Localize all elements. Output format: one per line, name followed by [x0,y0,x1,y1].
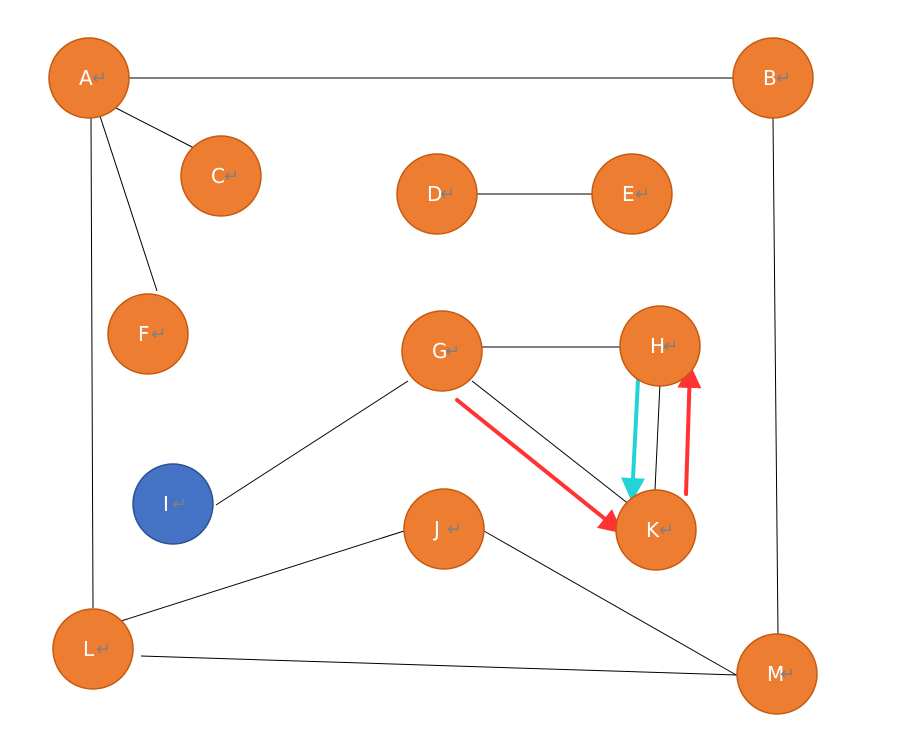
node-h-circle [619,305,701,387]
node-g-circle [401,310,483,392]
node-b-circle [732,37,814,119]
node-l-return-mark: ↵ [96,639,111,660]
edge-a-f [99,115,158,292]
node-a-circle [48,37,130,119]
node-d-return-mark: ↵ [440,184,455,205]
node-m-return-mark: ↵ [780,664,795,685]
node-a: A ↵ [48,37,130,119]
node-b: B ↵ [732,37,814,119]
edge-h-k [654,382,661,491]
nodes-group: A ↵ B ↵ C ↵ D ↵ E ↵ F ↵ G [48,37,818,715]
node-c-circle [180,135,262,217]
node-f: F ↵ [107,293,189,375]
node-i: I ↵ [132,463,214,545]
node-a-return-mark: ↵ [92,68,107,89]
node-k-return-mark: ↵ [659,520,674,541]
node-k-circle [615,489,697,571]
node-j: J ↵ [403,488,485,570]
node-h-label: H [650,334,665,358]
node-k: K ↵ [615,489,697,571]
edges-group [90,77,779,677]
node-l-label: L [83,637,95,661]
node-j-label: J [432,517,440,541]
arrow-k-h [677,364,702,496]
node-b-label: B [763,66,777,90]
node-d-label: D [427,182,442,206]
node-c-return-mark: ↵ [224,166,239,187]
node-d-circle [396,153,478,235]
node-g: G ↵ [401,310,483,392]
node-c: C ↵ [180,135,262,217]
node-e-circle [591,153,673,235]
node-m-label: M [767,662,784,686]
node-h-return-mark: ↵ [663,336,678,357]
node-e-return-mark: ↵ [635,184,650,205]
node-e-label: E [622,182,635,206]
node-l: L ↵ [52,608,134,690]
edge-a-l [90,116,94,609]
node-a-label: A [79,66,93,90]
arrow-h-k [621,378,646,502]
node-i-circle [132,463,214,545]
arrow-g-k [455,398,624,534]
edge-l-m [140,655,738,676]
node-f-circle [107,293,189,375]
node-b-return-mark: ↵ [776,68,791,89]
node-j-circle [403,488,485,570]
edge-a-c [115,107,197,150]
node-h: H ↵ [619,305,701,387]
node-f-return-mark: ↵ [151,324,166,345]
edge-g-k [471,380,631,506]
node-c-label: C [211,164,225,188]
edge-b-m [772,117,779,635]
arrows-group [455,364,702,534]
node-g-return-mark: ↵ [445,341,460,362]
node-d: D ↵ [396,153,478,235]
edge-j-m [483,530,739,677]
node-g-label: G [432,339,448,363]
edge-j-l [117,530,405,623]
node-l-circle [52,608,134,690]
node-f-label: F [138,322,150,346]
node-m-circle [736,633,818,715]
node-j-return-mark: ↵ [447,519,462,540]
node-i-return-mark: ↵ [172,494,187,515]
node-k-label: K [646,518,660,542]
node-e: E ↵ [591,153,673,235]
edge-g-i [215,380,409,506]
node-m: M ↵ [736,633,818,715]
node-i-label: I [163,492,169,516]
